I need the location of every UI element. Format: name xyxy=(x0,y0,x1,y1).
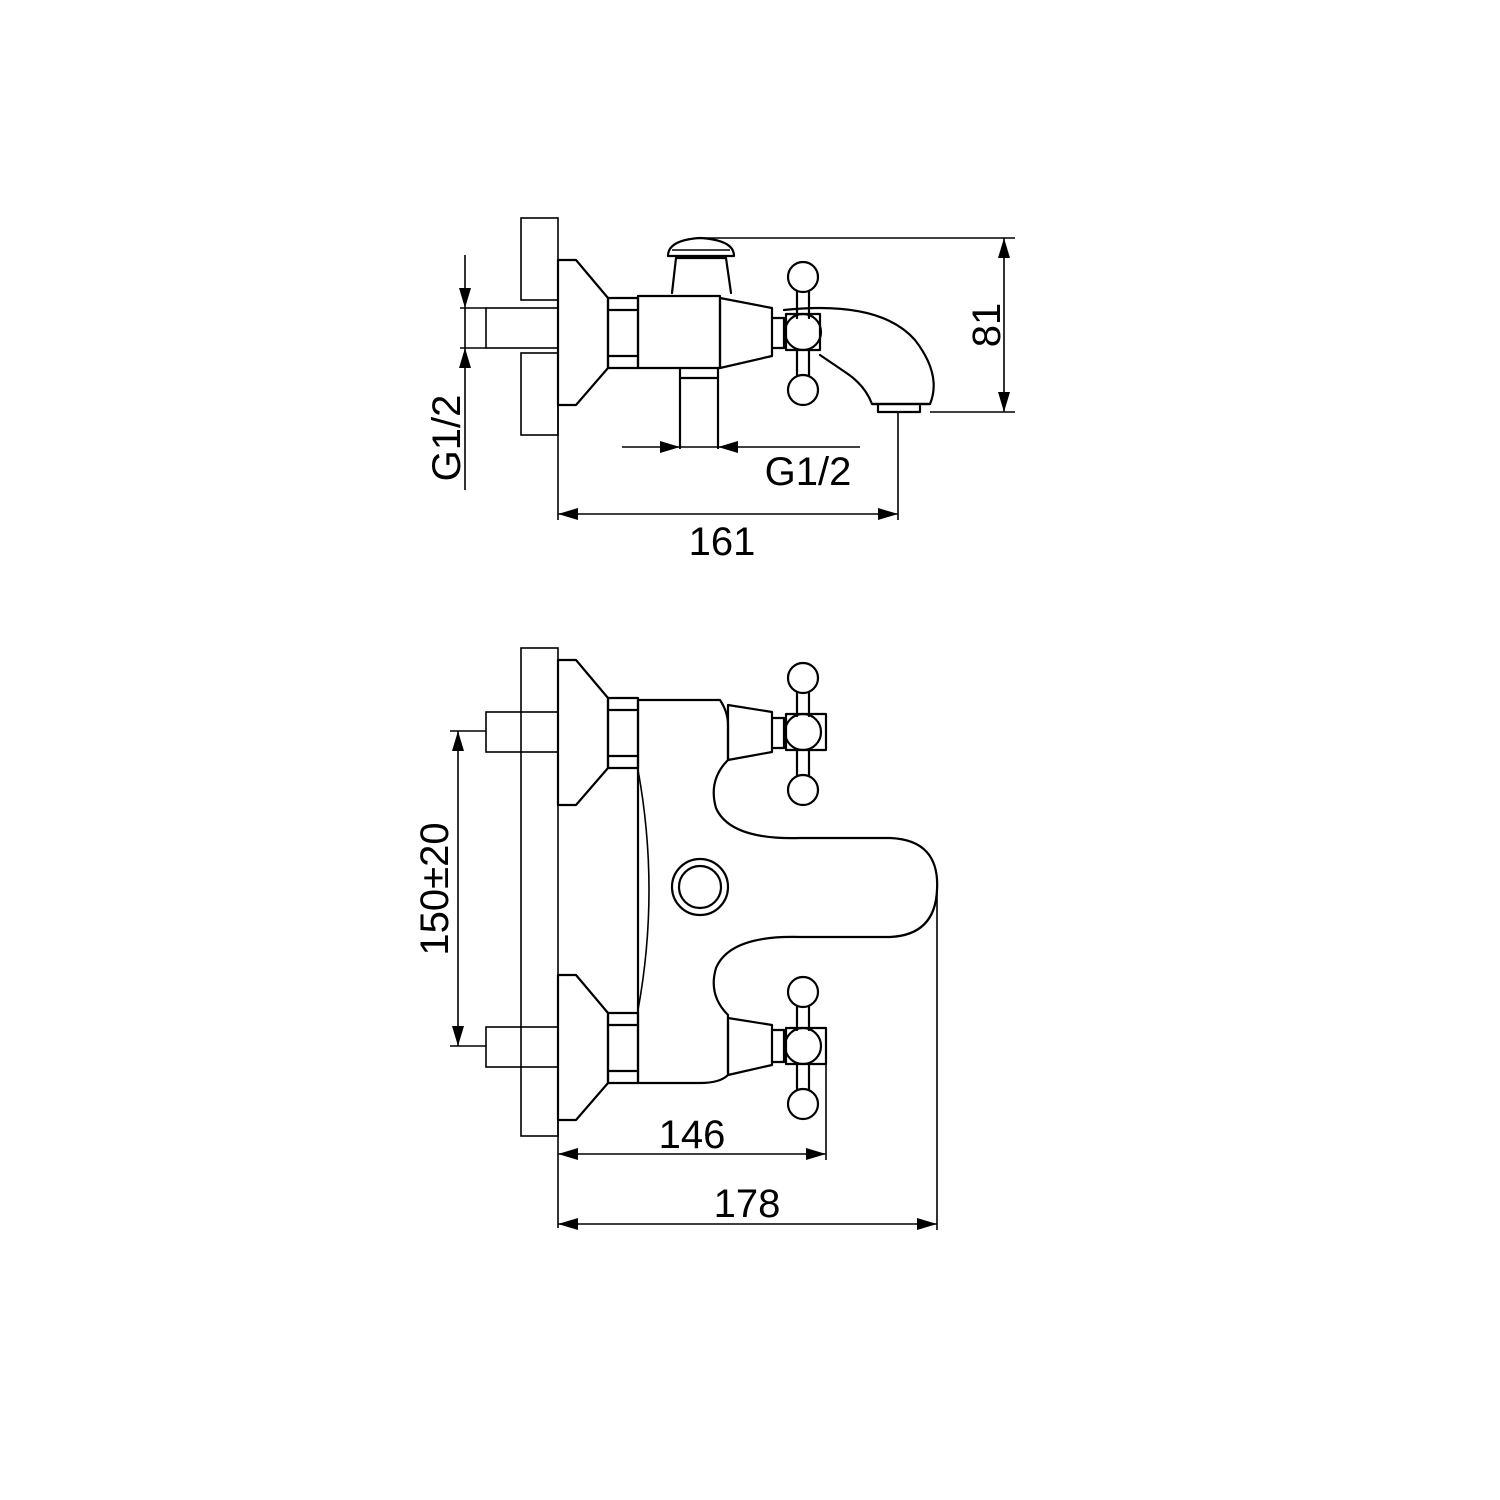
dim-projection-161: 161 xyxy=(689,520,756,564)
spout-top xyxy=(782,306,935,406)
diverter-knob-top xyxy=(666,236,736,295)
dim-height-81: 81 xyxy=(965,303,1009,348)
spout-aerator xyxy=(870,402,932,414)
valve-cartridge-top xyxy=(718,296,786,370)
lower-outlet-top xyxy=(678,366,720,450)
inlet-pipe-top xyxy=(485,307,559,349)
dim-projection-146: 146 xyxy=(659,1113,726,1157)
inlet-pipe-upper xyxy=(485,711,559,753)
flange-upper xyxy=(556,658,610,807)
nut-lower xyxy=(606,1011,640,1085)
cartridge-lower xyxy=(726,1016,786,1077)
mixer-body-plan xyxy=(636,698,939,1085)
cross-handle-top xyxy=(783,260,823,407)
plan-view xyxy=(485,647,939,1137)
inlet-pipe-lower xyxy=(485,1026,559,1068)
cross-handle-lower xyxy=(783,975,828,1121)
flange-lower xyxy=(556,973,610,1122)
dim-centers-150: 150±20 xyxy=(413,822,457,955)
wall-flange-top xyxy=(556,258,610,407)
hex-nut-top xyxy=(606,296,640,370)
cartridge-upper xyxy=(726,703,786,762)
side-view xyxy=(485,217,935,450)
dim-outlet-thread-top: G1/2 xyxy=(765,450,852,494)
dim-inlet-thread-top: G1/2 xyxy=(425,395,469,482)
wall-section-top xyxy=(520,217,559,436)
nut-upper xyxy=(606,696,640,770)
wall-section-bottom xyxy=(520,647,559,1137)
diverter-knob-plan xyxy=(670,857,730,917)
dimension-lines-top xyxy=(459,237,1015,520)
cross-handle-upper xyxy=(783,661,828,807)
mixer-body-top xyxy=(636,294,722,370)
dim-projection-178: 178 xyxy=(714,1182,781,1226)
dimension-lines-bottom xyxy=(450,730,938,1230)
body-curve-inner xyxy=(637,769,650,1011)
